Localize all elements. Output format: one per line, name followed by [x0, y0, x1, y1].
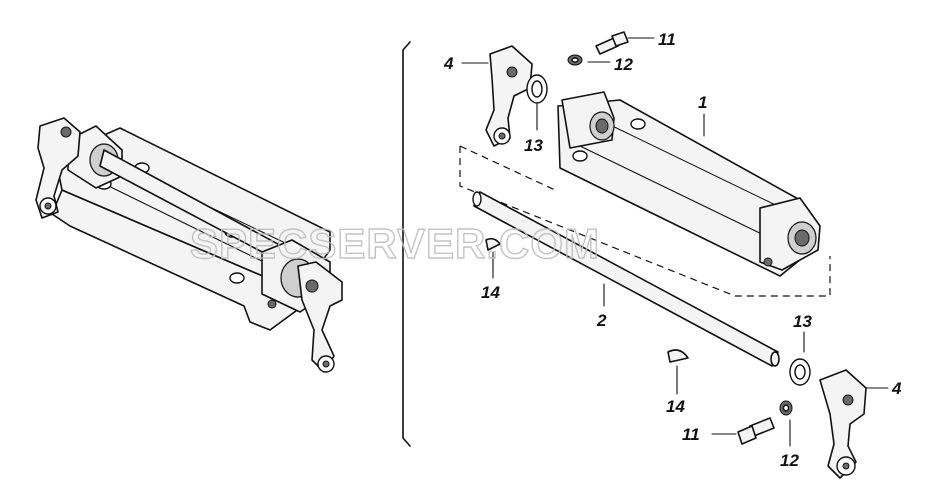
part-2-shaft — [472, 191, 780, 367]
part-11-bolt-bottom — [737, 417, 775, 445]
part-1-bracket — [459, 91, 831, 297]
assembled-rocker-shaft-unit — [35, 117, 343, 373]
callout-11-bottom: 11 — [682, 425, 700, 444]
callout-1: 1 — [698, 93, 707, 112]
part-4-rocker-arm-top — [485, 45, 533, 147]
callout-12-top: 12 — [614, 55, 633, 74]
part-4-rocker-arm-bottom — [819, 369, 867, 479]
callout-14-bottom: 14 — [666, 397, 685, 416]
divider-bracket — [402, 41, 411, 447]
callout-4-bottom: 4 — [891, 379, 902, 398]
callout-14-left: 14 — [481, 283, 500, 302]
callout-4-top: 4 — [443, 54, 454, 73]
part-14-key-left — [485, 237, 501, 251]
callout-2: 2 — [596, 311, 607, 330]
bracket-hole — [572, 150, 588, 162]
watermark-text: SPECSERVER.COM — [190, 220, 600, 267]
bracket-hole — [630, 118, 646, 130]
leader-lines — [461, 37, 889, 447]
callout-11-top: 11 — [658, 30, 676, 49]
mount-hole — [229, 272, 245, 284]
callout-13-bottom: 13 — [793, 312, 812, 331]
callout-labels: 4 11 12 13 1 14 2 13 4 14 11 12 — [443, 30, 902, 470]
callout-13-top: 13 — [524, 136, 543, 155]
rocker-arm-assembled-right — [297, 261, 343, 373]
callout-12-bottom: 12 — [780, 451, 799, 470]
part-14-key-bottom — [667, 349, 689, 363]
part-11-bolt-top — [595, 31, 629, 55]
